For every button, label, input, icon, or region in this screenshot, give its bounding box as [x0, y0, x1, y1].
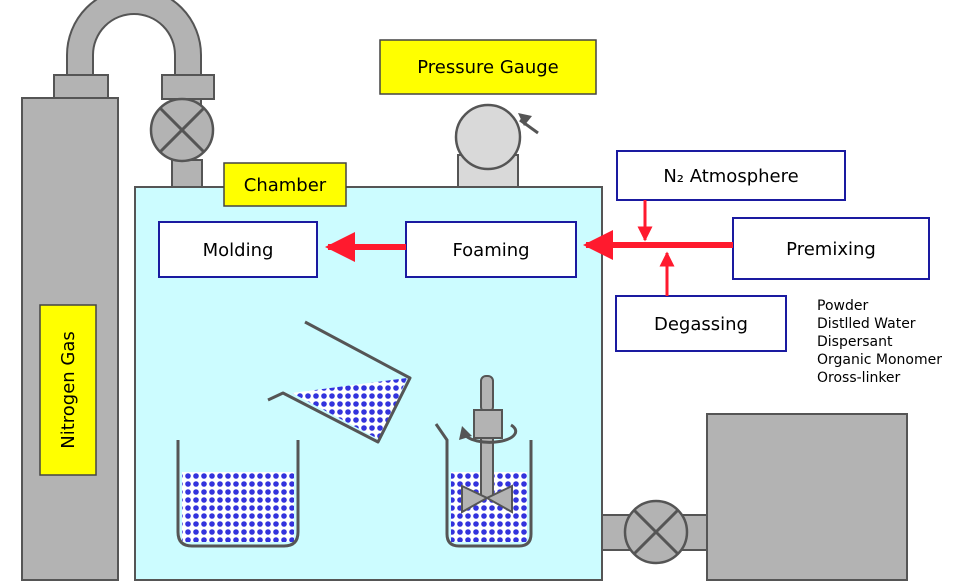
degassing-label: Degassing: [654, 314, 748, 335]
ingredient-item: Organic Monomer: [817, 352, 942, 368]
mixing-beaker: [434, 375, 533, 548]
n2-atmosphere-box: [616, 150, 846, 201]
foaming-label: Foaming: [452, 240, 529, 261]
pouring-beaker: [267, 320, 412, 444]
pressure-gauge-label-box: [379, 39, 597, 95]
degassing-box: [615, 295, 787, 352]
vacuum-pump: [601, 413, 908, 581]
nitrogen-gas-label: Nitrogen Gas: [58, 331, 79, 449]
ingredient-list: Powder Distlled Water Dispersant Organic…: [817, 298, 942, 386]
gas-pipe: [53, 0, 215, 191]
molding-box: [158, 221, 318, 278]
chamber-label-box: [223, 162, 347, 207]
nitrogen-gas-label-box: [39, 304, 97, 476]
ingredient-item: Powder: [817, 298, 868, 314]
ingredient-item: Oross-linker: [817, 370, 901, 386]
n2-atmosphere-label: N₂ Atmosphere: [663, 166, 798, 187]
premixing-box: [732, 217, 930, 280]
mold-container: [176, 440, 300, 548]
ingredient-item: Dispersant: [817, 334, 893, 350]
foaming-box: [405, 221, 577, 278]
molding-label: Molding: [203, 240, 274, 261]
premixing-label: Premixing: [786, 239, 876, 260]
gas-valve: [149, 97, 215, 163]
flow-arrows: [325, 200, 733, 296]
pressure-gauge-label: Pressure Gauge: [417, 57, 558, 78]
chamber-label: Chamber: [244, 175, 327, 196]
ingredient-item: Distlled Water: [817, 316, 916, 332]
pressure-gauge: [454, 103, 539, 188]
